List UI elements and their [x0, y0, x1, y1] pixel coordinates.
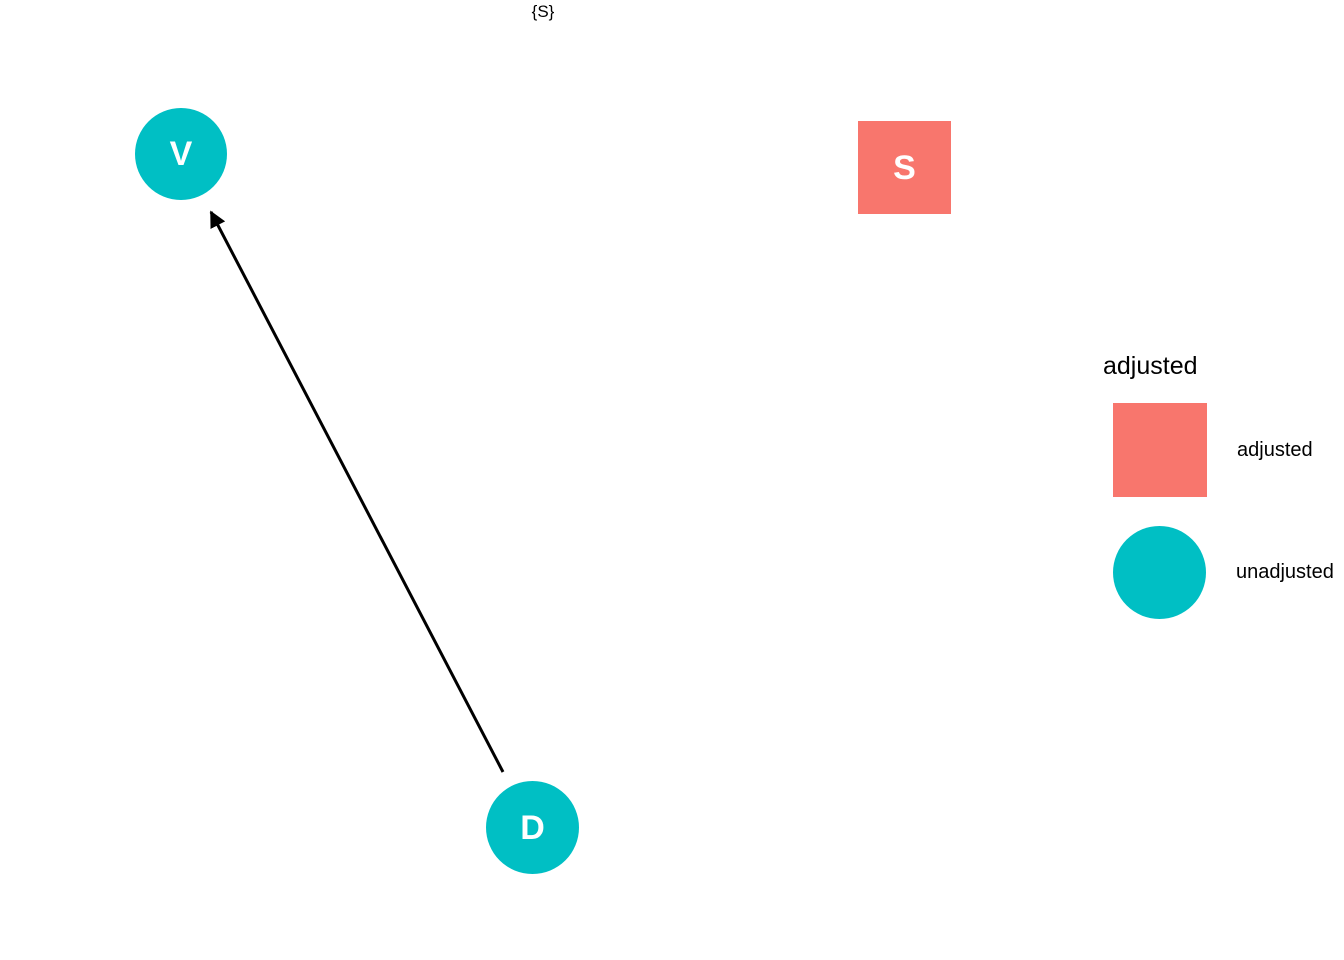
legend-item-adjusted: adjusted: [1113, 403, 1344, 497]
dag-node-s: S: [858, 121, 951, 214]
legend-item-unadjusted: unadjusted: [1113, 526, 1344, 619]
dag-node-v: V: [135, 108, 227, 200]
node-v-label: V: [169, 135, 193, 173]
legend-key-unadjusted-circle-icon: [1113, 526, 1206, 619]
plot-title: {S}: [531, 2, 555, 21]
node-d-label: D: [520, 808, 545, 847]
legend: adjusted adjusted unadjusted: [1103, 352, 1344, 619]
legend-title: adjusted: [1103, 352, 1198, 380]
legend-item-adjusted-label: adjusted: [1237, 438, 1313, 461]
legend-key-adjusted-square-icon: [1113, 403, 1207, 497]
legend-item-unadjusted-label: unadjusted: [1236, 561, 1334, 583]
node-s-label: S: [893, 148, 916, 187]
dag-node-d: D: [486, 781, 579, 874]
